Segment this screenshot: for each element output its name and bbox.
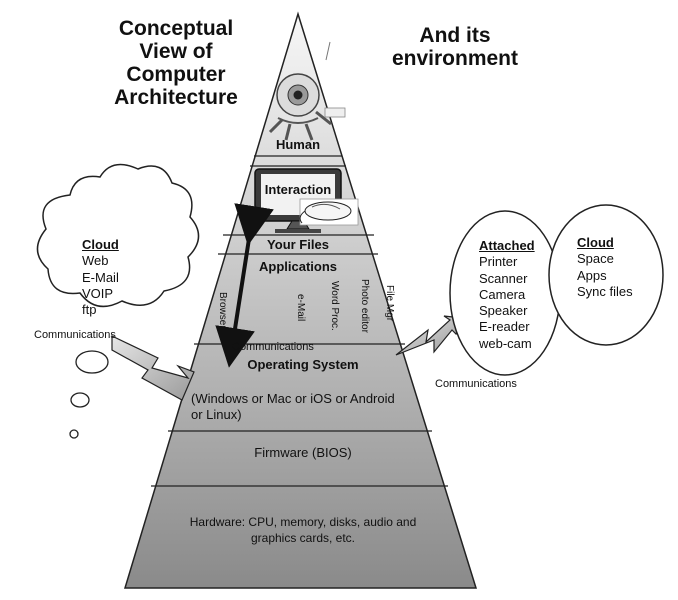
attached-item: Speaker [479, 303, 528, 318]
thought-bubbles [69, 350, 109, 439]
right-communications-label: Communications [435, 378, 517, 390]
left-cloud-item: VOIP [82, 285, 114, 301]
attached-list: Attached Printer Scanner Camera Speaker … [479, 238, 535, 352]
left-cloud-title: Cloud [82, 237, 119, 252]
attached-item: Printer [479, 254, 518, 270]
os-list-line-2: or Linux) [191, 406, 242, 422]
attached-item: web-cam [479, 335, 532, 351]
left-cloud-item: ftp [82, 302, 97, 317]
app-item-browser: Browser [217, 292, 228, 329]
right-cloud-item: Space [577, 251, 614, 267]
attached-title: Attached [479, 238, 535, 253]
layer-applications: Applications [258, 259, 337, 274]
right-title-line-2: environment [391, 47, 519, 71]
right-cloud-item: Apps [577, 267, 607, 283]
os-list-line-1: (Windows or Mac or iOS or Android [191, 391, 395, 406]
layer-your-files: Your Files [267, 237, 329, 252]
app-item-file-mgr: File Mgr [384, 285, 395, 322]
interaction-os-arrow [215, 203, 274, 368]
left-cloud-shape [36, 163, 200, 308]
app-item-photo-editor: Photo editor [359, 279, 370, 333]
right-cloud-title: Cloud [577, 235, 614, 250]
left-title: Conceptual View of Computer Architecture [86, 17, 266, 109]
left-title-line-4: Architecture [114, 86, 238, 110]
hardware-line-2: graphics cards, etc. [250, 531, 356, 546]
app-item-word-proc: Word Proc. [329, 281, 340, 331]
right-communication-bolt [395, 315, 463, 356]
left-communication-bolt [111, 335, 195, 401]
right-cloud-item: Sync files [577, 283, 633, 299]
app-item-email: e-Mail [295, 294, 306, 322]
attached-item: Camera [479, 286, 526, 302]
left-cloud-item: E-Mail [82, 269, 119, 285]
attached-item: E-reader [479, 319, 530, 335]
left-title-line-2: View of [139, 40, 213, 64]
left-cloud-item: Web [82, 253, 109, 269]
layer-operating-system: Operating System [247, 357, 359, 372]
layer-firmware: Firmware (BIOS) [254, 445, 352, 460]
layer-communications: Communications [232, 341, 314, 353]
right-cloud-circle [548, 204, 664, 346]
hardware-line-1: Hardware: CPU, memory, disks, audio and [189, 515, 417, 529]
right-title: And its environment [375, 24, 535, 70]
pyramid [123, 11, 478, 589]
layer-interaction: Interaction [264, 182, 332, 197]
left-cloud-list: Cloud Web E-Mail VOIP ftp [82, 237, 119, 318]
left-title-line-1: Conceptual [118, 17, 234, 40]
layer-hardware: Hardware: CPU, memory, disks, audio and … [148, 514, 458, 546]
right-cloud-list: Cloud Space Apps Sync files [577, 235, 633, 300]
attached-item: Scanner [479, 270, 528, 286]
left-title-line-3: Computer [126, 63, 226, 87]
human-eye-figure-icon [268, 41, 346, 141]
mouse-icon [299, 198, 359, 226]
layer-human: Human [275, 137, 321, 152]
left-communications-label: Communications [34, 329, 116, 341]
layer-os-list: (Windows or Mac or iOS or Android or Lin… [191, 391, 395, 422]
right-title-line-1: And its [419, 24, 491, 47]
